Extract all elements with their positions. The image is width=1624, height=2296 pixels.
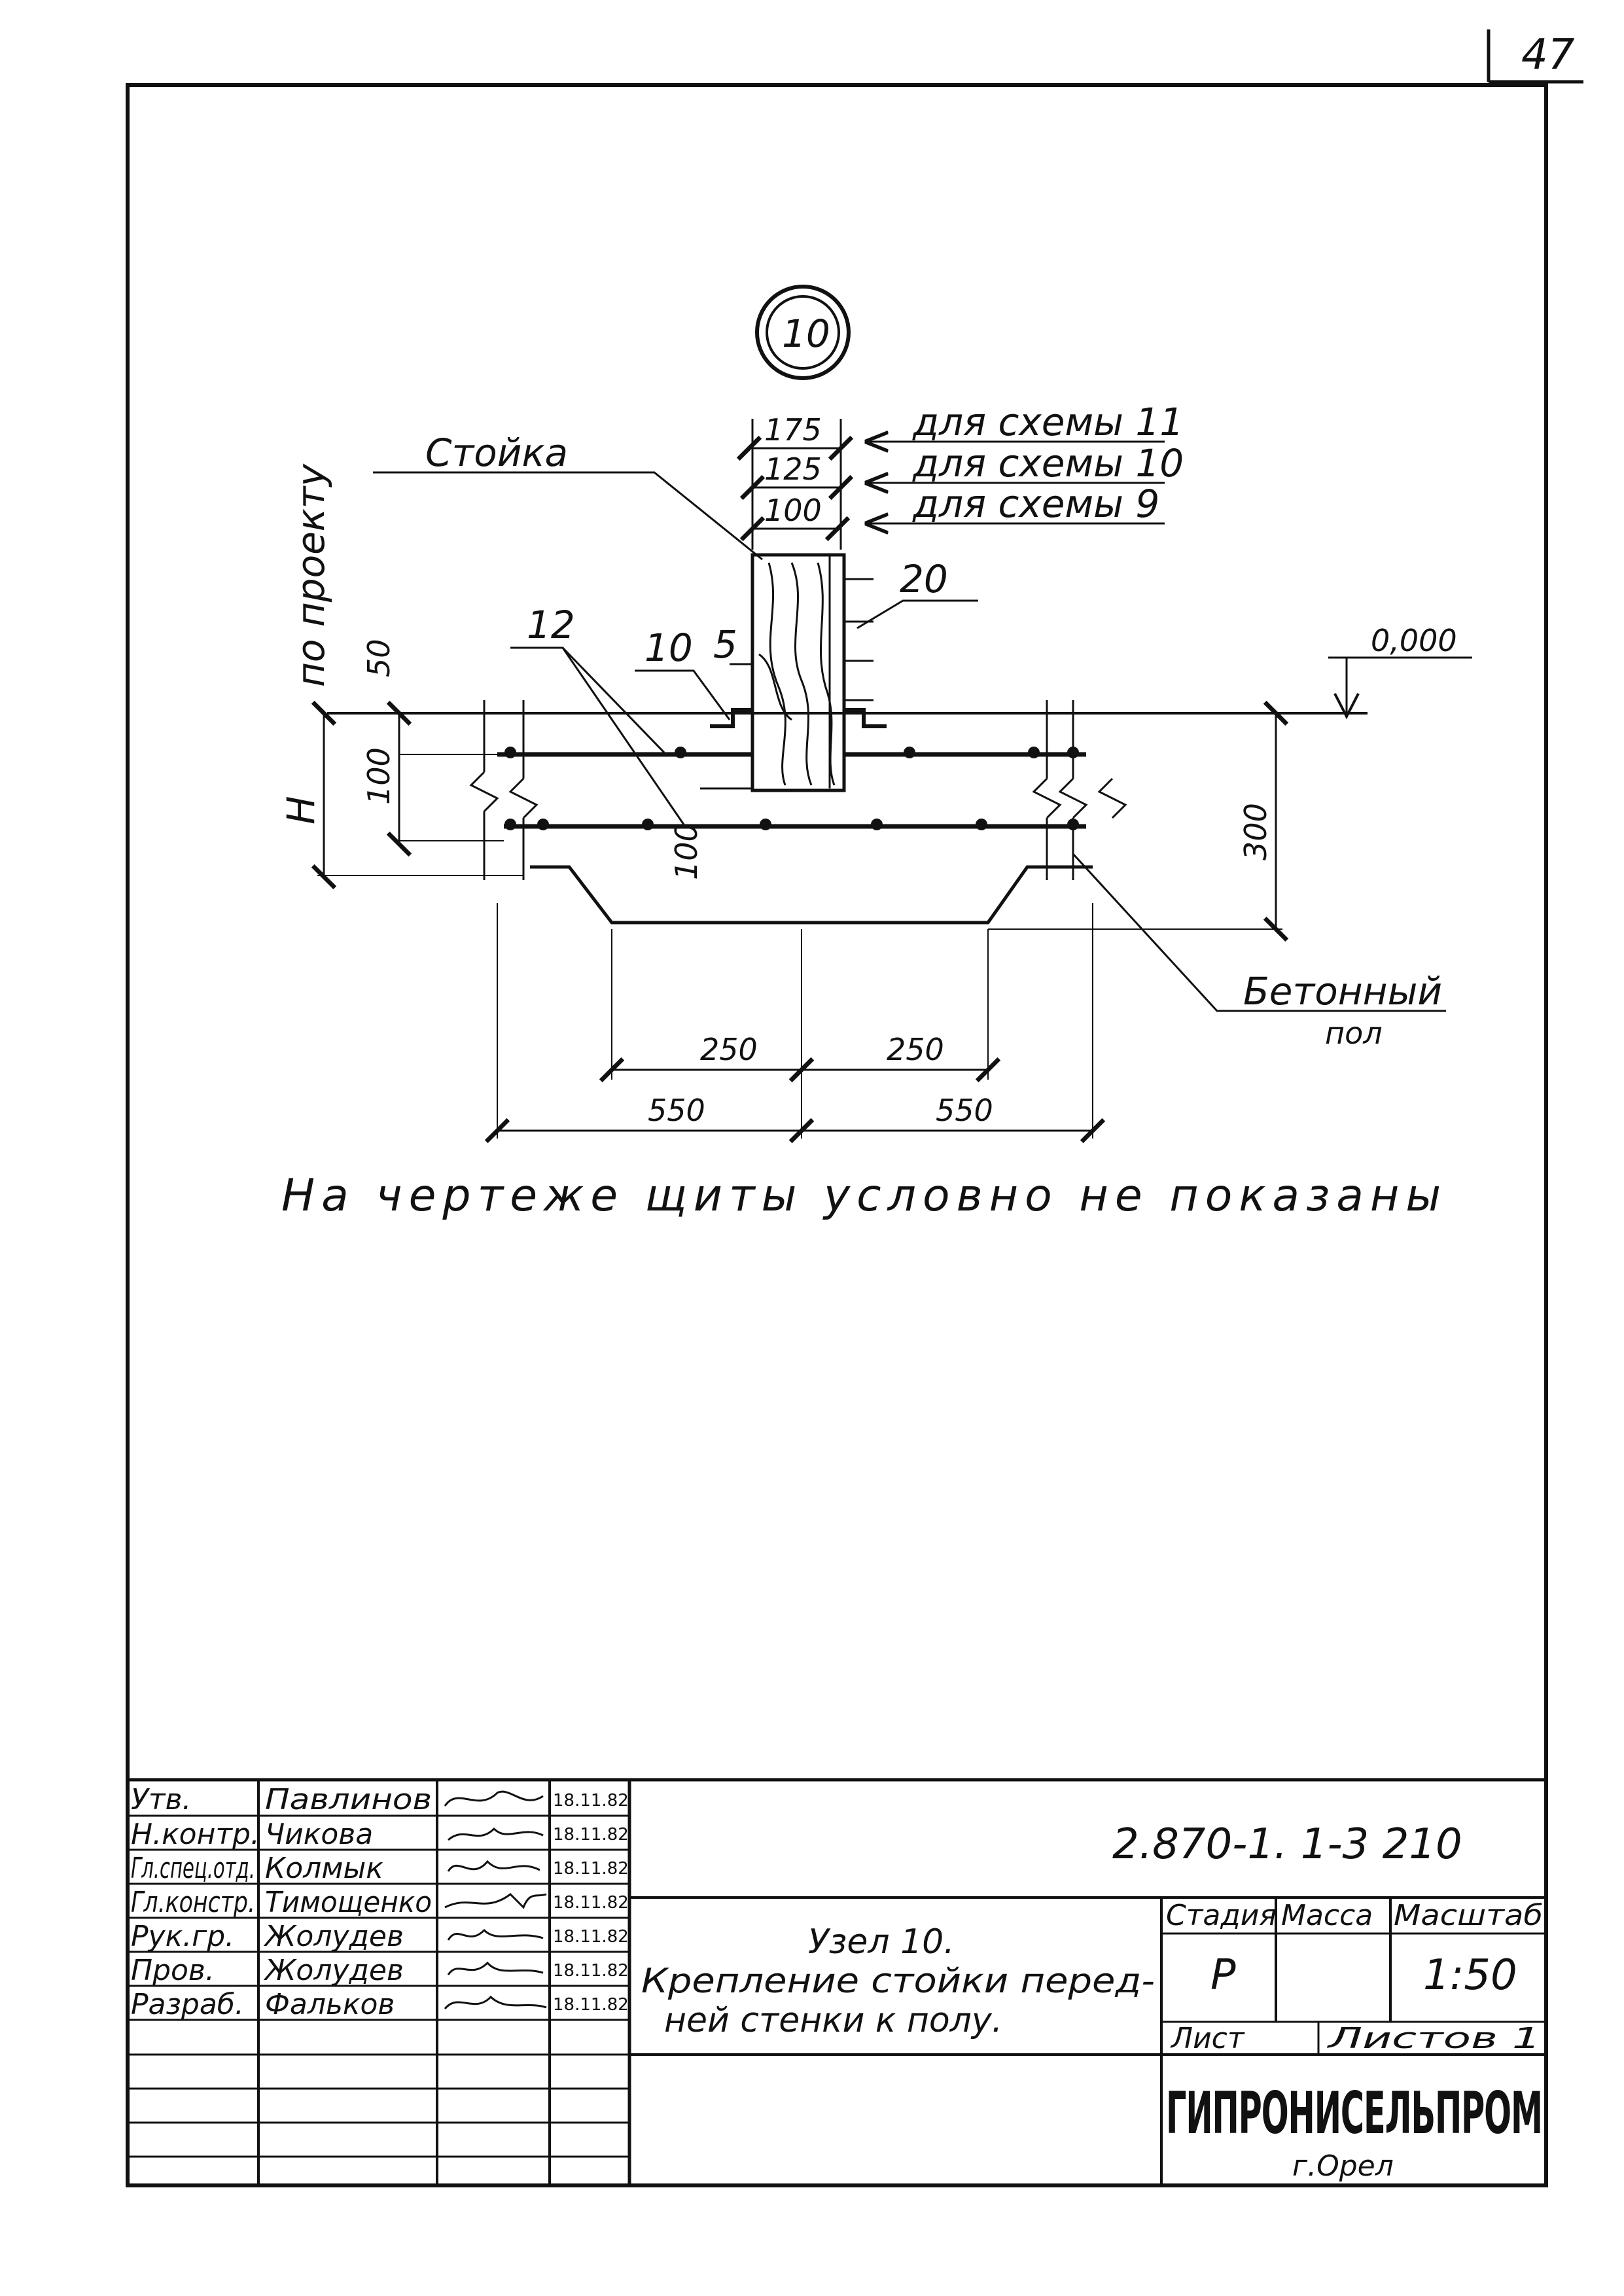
dim-5: 5 <box>713 622 737 667</box>
rebar-bottom-row <box>504 819 1079 830</box>
concrete-floor-slab <box>327 700 1368 925</box>
organization-city: г.Орел <box>1292 2149 1394 2183</box>
floor-leader <box>1072 853 1446 1012</box>
left-angle-bracket <box>710 708 752 728</box>
sheets-label: Листов 1 <box>1326 2022 1541 2055</box>
date-chief-specialist: 18.11.82 <box>553 1859 629 1879</box>
date-developed: 18.11.82 <box>553 1995 629 2015</box>
leader-10 <box>635 669 731 720</box>
dim-50: 50 <box>361 639 397 677</box>
role-chief-specialist: Гл.спец.отд. <box>131 1852 255 1885</box>
name-developed: Фальков <box>265 1988 395 2021</box>
title-line2: Крепление стойки перед- <box>641 1962 1155 2001</box>
leader-12b <box>561 647 685 825</box>
dim-100-left: 100 <box>361 747 397 805</box>
dim-550-right: 550 <box>936 1093 993 1128</box>
role-norm-control: Н.контр. <box>131 1818 260 1851</box>
post-width-dimensions: 175 125 100 для схемы 11 для схемы 10 дл… <box>736 400 1184 550</box>
dim-250-left: 250 <box>700 1032 758 1067</box>
node-marker-label: 10 <box>782 311 830 356</box>
name-checked: Жолудев <box>263 1954 404 1987</box>
title-block: Утв. Н.контр. Гл.спец.отд. Гл.констр. Ру… <box>128 1778 1546 2185</box>
dim-20: 20 <box>900 557 948 601</box>
page-number-block: 47 <box>1487 29 1583 84</box>
horizontal-dimensions: 250 250 550 550 <box>484 903 1106 1144</box>
date-checked: 18.11.82 <box>553 1961 629 1981</box>
stage-value: Р <box>1210 1951 1236 2000</box>
dim-H: H <box>279 796 323 824</box>
scale-value: 1:50 <box>1423 1951 1517 2000</box>
role-approved: Утв. <box>131 1783 191 1816</box>
right-angle-bracket <box>844 708 887 728</box>
post-label: Стойка <box>425 431 568 475</box>
post-width-175: 175 <box>764 412 822 448</box>
level-mark: 0,000 <box>1328 623 1472 720</box>
leader-12a <box>510 646 665 754</box>
dim-300: 300 <box>1238 803 1273 860</box>
dim-550-left: 550 <box>648 1093 705 1128</box>
sheet-label: Лист <box>1170 2022 1245 2055</box>
mass-header: Масса <box>1281 1899 1373 1932</box>
role-checked: Пров. <box>131 1954 215 1987</box>
signatures <box>444 1790 547 2009</box>
stage-header: Стадия <box>1166 1899 1277 1932</box>
organization-name: ГИПРОНИСЕЛЬПРОМ <box>1166 2079 1542 2147</box>
drawing-note: На чертеже щиты условно не показаны <box>281 1170 1447 1222</box>
scheme-9-note: для схемы 9 <box>912 482 1159 526</box>
role-developed: Разраб. <box>131 1988 244 2021</box>
dim-10: 10 <box>644 626 693 670</box>
by-project-note: по проекту <box>289 463 333 687</box>
name-group-lead: Жолудев <box>263 1920 404 1953</box>
dim-250-right: 250 <box>887 1032 944 1067</box>
dim-100-slab: 100 <box>669 822 704 880</box>
title-line3: ней стенки к полу. <box>664 2001 1002 2040</box>
post-leader <box>373 471 763 561</box>
scheme-10-note: для схемы 10 <box>912 441 1184 486</box>
date-chief-designer: 18.11.82 <box>553 1893 629 1913</box>
post-width-125: 125 <box>764 451 822 487</box>
name-chief-specialist: Колмык <box>265 1852 383 1885</box>
node-marker-outer <box>755 285 851 380</box>
sheet-frame <box>126 83 1548 2187</box>
dim-12: 12 <box>527 603 575 647</box>
document-code: 2.870-1. 1-3 210 <box>1112 1820 1462 1869</box>
scheme-11-note: для схемы 11 <box>912 400 1184 444</box>
rebar-top-row <box>504 747 1079 758</box>
left-vertical-dimensions: 50 100 H по проекту 100 <box>279 463 752 890</box>
floor-label-line2: пол <box>1325 1016 1383 1051</box>
date-norm-control: 18.11.82 <box>553 1825 629 1845</box>
role-group-lead: Рук.гр. <box>131 1920 234 1953</box>
detail-drawing: 10 175 125 100 для схемы 11 для схемы 10… <box>279 285 1472 1222</box>
scale-header: Масштаб <box>1394 1899 1543 1932</box>
name-norm-control: Чикова <box>265 1818 373 1851</box>
date-approved: 18.11.82 <box>553 1791 629 1810</box>
title-line1: Узел 10. <box>808 1922 955 1962</box>
name-chief-designer: Тимощенко <box>265 1886 432 1919</box>
page-number: 47 <box>1521 31 1575 79</box>
wooden-post <box>750 553 846 792</box>
level-value: 0,000 <box>1371 623 1457 658</box>
post-width-100: 100 <box>764 493 822 528</box>
name-approved: Павлинов <box>265 1783 432 1816</box>
date-group-lead: 18.11.82 <box>553 1927 629 1947</box>
floor-label-line1: Бетонный <box>1243 969 1442 1014</box>
leader-20 <box>856 599 978 629</box>
role-chief-designer: Гл.констр. <box>131 1886 255 1919</box>
node-marker-inner <box>766 295 840 370</box>
nails <box>844 578 874 701</box>
